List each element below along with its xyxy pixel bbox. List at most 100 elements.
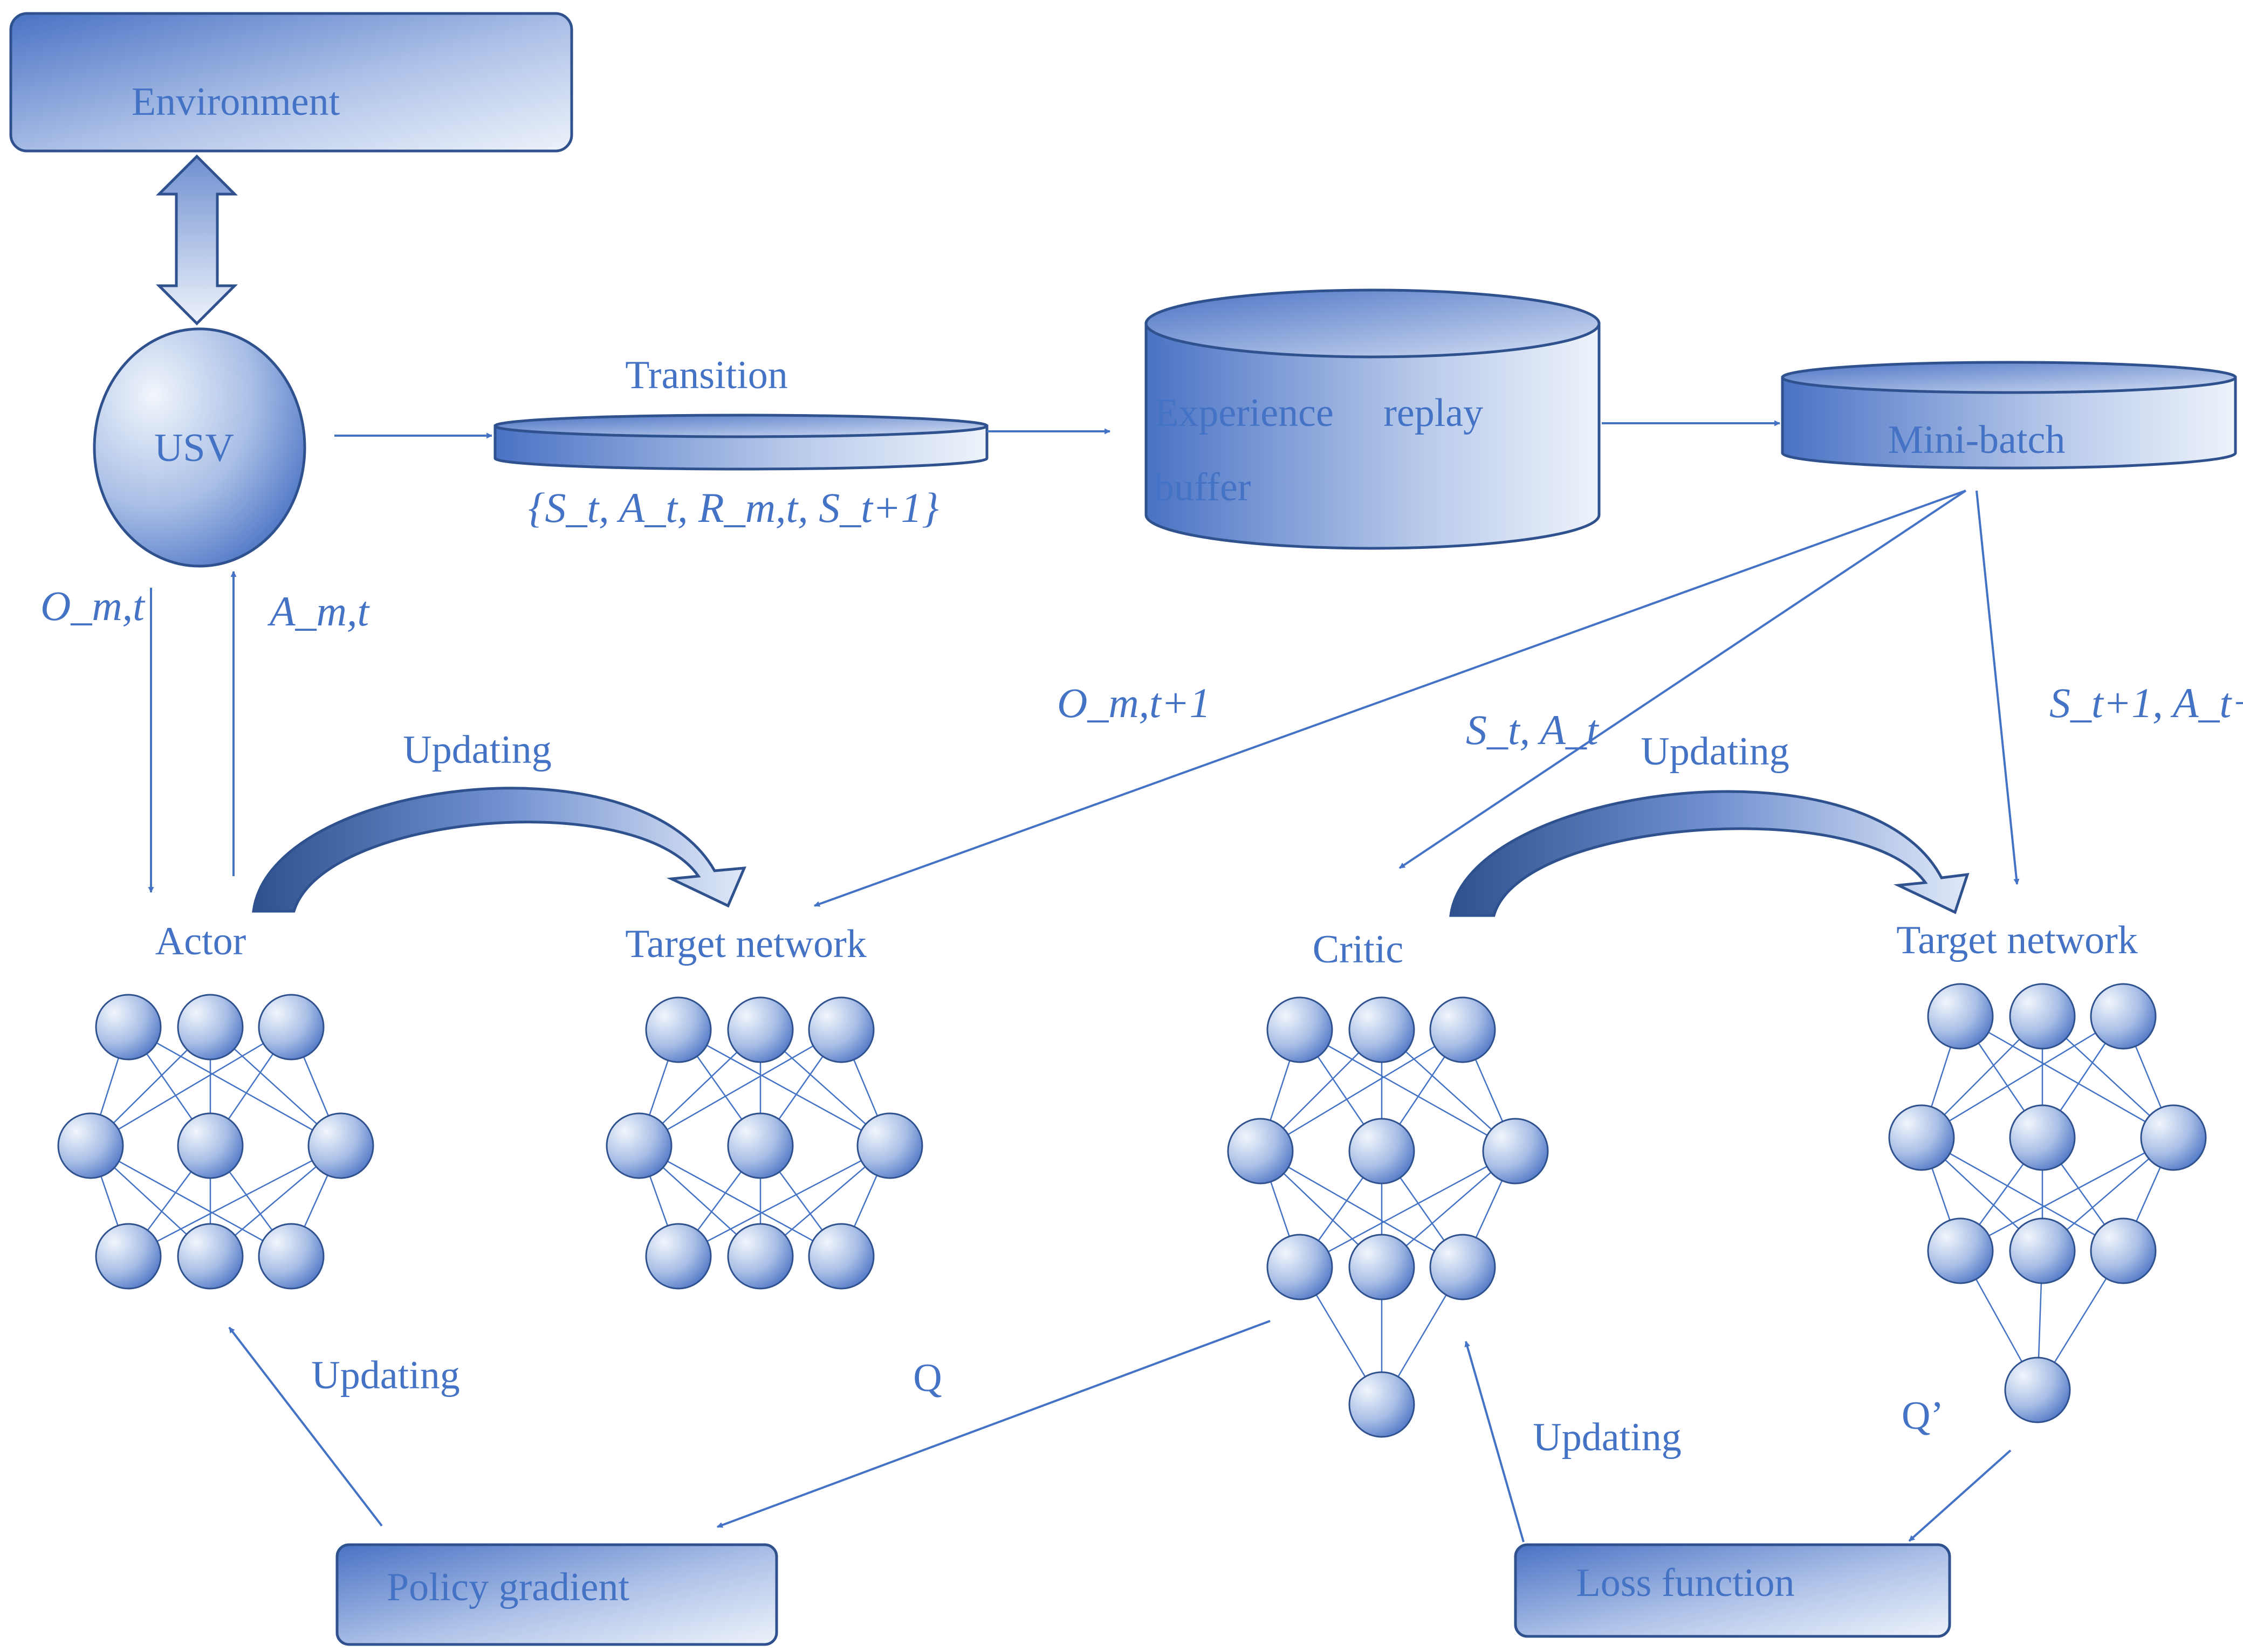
neuron-node <box>727 1223 794 1290</box>
loss-function-to-critic-arrow <box>1464 1340 1525 1543</box>
neuron-node <box>2090 983 2157 1050</box>
critic-soft-update-label: Updating <box>1641 729 1789 774</box>
neuron-node <box>645 1223 712 1290</box>
transition-node <box>493 414 989 471</box>
neuron-node <box>1348 1118 1415 1185</box>
target-q-value-label: Q’ <box>1902 1394 1944 1438</box>
next-state-action-arrow <box>1976 490 2020 885</box>
experience-replay-label-line2: buffer <box>1154 465 1251 510</box>
neuron-node <box>1888 1104 1955 1171</box>
next-observation-arrow <box>813 490 1966 907</box>
actor-network <box>57 994 374 1290</box>
critic-target-label: Target network <box>1896 918 2138 962</box>
neuron-node <box>1348 996 1415 1063</box>
actor-soft-update-curve <box>252 787 746 913</box>
environment-label: Environment <box>132 80 340 124</box>
network-connection <box>1299 1150 1516 1268</box>
network-connection <box>639 1029 842 1147</box>
network-connection <box>1299 1029 1516 1152</box>
loss-function-label: Loss function <box>1576 1561 1795 1605</box>
experience-replay-label-line1: Experience replay <box>1154 391 1483 435</box>
neuron-node <box>2009 983 2076 1050</box>
neuron-node <box>2140 1104 2207 1171</box>
neuron-node <box>2009 1104 2076 1171</box>
neuron-node <box>57 1112 124 1179</box>
loss-function-node: Loss function <box>1514 1543 1951 1638</box>
state-action-arrow <box>1398 490 1967 869</box>
network-connection <box>1921 1015 2124 1139</box>
q-value-label: Q <box>913 1356 942 1400</box>
neuron-node <box>177 1112 244 1179</box>
neuron-node <box>645 996 712 1063</box>
transition-label: Transition <box>625 353 788 397</box>
policy-gradient-to-actor-arrow <box>228 1326 383 1527</box>
actor-label: Actor <box>155 919 246 963</box>
mini-batch-label: Mini-batch <box>1888 418 2066 462</box>
experience-replay-buffer-node: Experience replay buffer <box>1144 288 1601 550</box>
critic-target-network <box>1888 983 2207 1423</box>
neuron-node <box>1429 1234 1496 1300</box>
critic-network <box>1227 996 1549 1438</box>
neuron-node <box>808 1223 875 1290</box>
environment-usv-double-arrow <box>155 154 238 326</box>
network-connection <box>128 1026 341 1147</box>
critic-q-to-policy-gradient-arrow <box>716 1320 1271 1528</box>
neuron-node <box>1482 1118 1549 1185</box>
network-connection <box>128 1145 341 1257</box>
actor-soft-update-label: Updating <box>403 728 551 772</box>
mini-batch-node: Mini-batch <box>1781 361 2237 470</box>
network-connection <box>1260 1029 1463 1152</box>
neuron-node <box>856 1112 923 1179</box>
state-action-label: S_t, A_t <box>1466 706 1600 753</box>
neuron-node <box>95 994 162 1061</box>
neuron-node <box>1927 1217 1994 1284</box>
neuron-node <box>1348 1234 1415 1300</box>
network-connection <box>678 1029 890 1147</box>
usv-label: USV <box>154 426 234 470</box>
critic-soft-update-curve <box>1449 790 1970 917</box>
neuron-node <box>177 994 244 1061</box>
neuron-node <box>1927 983 1994 1050</box>
neuron-node <box>606 1112 673 1179</box>
next-observation-label: O_m,t+1 <box>1057 679 1210 726</box>
neuron-node <box>95 1223 162 1290</box>
policy-gradient-label: Policy gradient <box>387 1565 630 1609</box>
neuron-node <box>808 996 875 1063</box>
neuron-node <box>2090 1217 2157 1284</box>
target-q-to-loss-function-arrow <box>1908 1449 2012 1542</box>
neuron-node <box>1227 1118 1294 1185</box>
neuron-node <box>258 994 325 1061</box>
network-connection <box>1921 1137 2124 1252</box>
policy-gradient-node: Policy gradient <box>335 1543 778 1646</box>
neuron-node <box>307 1112 374 1179</box>
neuron-node <box>1429 996 1496 1063</box>
network-connection <box>1960 1137 2174 1252</box>
neuron-node <box>727 1112 794 1179</box>
actor-target-network <box>606 996 923 1290</box>
network-connection <box>1260 1150 1463 1268</box>
neuron-node <box>1266 996 1333 1063</box>
environment-node: Environment <box>9 12 573 153</box>
critic-label: Critic <box>1313 927 1404 972</box>
neuron-node <box>1266 1234 1333 1300</box>
observation-label: O_m,t <box>40 582 146 629</box>
actor-target-label: Target network <box>625 922 867 966</box>
network-connection <box>678 1145 890 1257</box>
action-label: A_m,t <box>267 588 370 635</box>
network-connection <box>90 1145 292 1257</box>
neuron-node <box>1348 1371 1415 1438</box>
network-connection <box>90 1026 292 1147</box>
next-state-action-label: S_t+1, A_t+1 <box>2049 679 2243 726</box>
neuron-node <box>177 1223 244 1290</box>
neuron-node <box>727 996 794 1063</box>
transition-tuple-label: {S_t, A_t, R_m,t, S_t+1} <box>528 484 938 531</box>
actor-update-label: Updating <box>311 1353 459 1398</box>
neuron-node <box>258 1223 325 1290</box>
usv-node: USV <box>93 327 306 568</box>
neuron-node <box>2009 1217 2076 1284</box>
neuron-node <box>2004 1357 2071 1423</box>
network-connection <box>1960 1015 2174 1139</box>
critic-update-label: Updating <box>1533 1415 1681 1460</box>
network-connection <box>639 1145 842 1257</box>
